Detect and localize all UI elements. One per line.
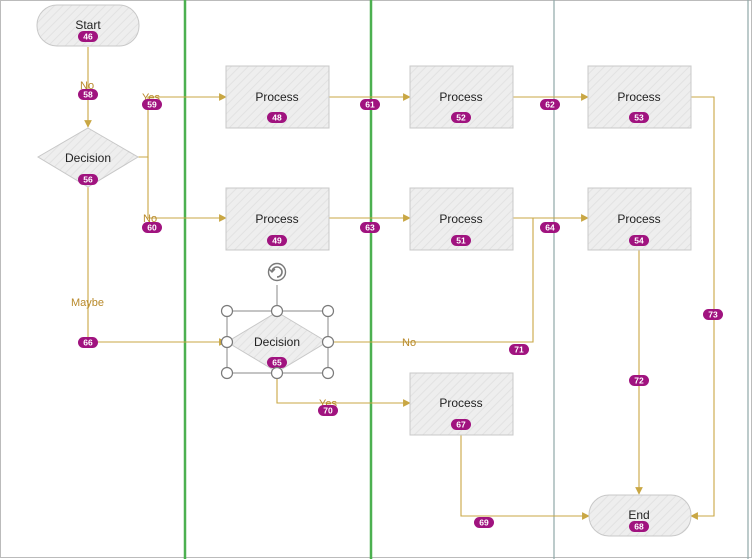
svg-text:72: 72: [634, 376, 644, 386]
edge-badge-66: 66: [78, 337, 98, 348]
process-label: Process: [617, 90, 660, 104]
edge-badge-62: 62: [540, 99, 560, 110]
badge: [78, 31, 98, 42]
svg-text:61: 61: [365, 100, 375, 110]
resize-handle-se[interactable]: [321, 366, 335, 380]
process-node-67[interactable]: Process 67: [409, 372, 514, 436]
process-node-48[interactable]: Process 48: [225, 65, 330, 129]
badge: [78, 174, 98, 185]
badge-number: 51: [456, 236, 466, 246]
decision-label: Decision: [65, 151, 111, 165]
svg-text:71: 71: [514, 345, 524, 355]
resize-handle-n[interactable]: [270, 304, 284, 318]
decision-node-1[interactable]: Decision 56: [37, 127, 139, 188]
decision-label: Decision: [254, 335, 300, 349]
svg-text:63: 63: [365, 223, 375, 233]
connector-73[interactable]: [690, 96, 715, 520]
edge-label-no: No: [402, 337, 416, 349]
badge-number: 67: [456, 420, 466, 430]
process-node-49[interactable]: Process 49: [225, 187, 330, 251]
edge-label-maybe: Maybe: [71, 297, 104, 309]
badge: [267, 112, 287, 123]
edge-badge-60: 60: [142, 222, 162, 233]
resize-handle-s[interactable]: [270, 366, 284, 380]
process-label: Process: [617, 212, 660, 226]
edge-badge-63: 63: [360, 222, 380, 233]
badge: [451, 419, 471, 430]
start-label: Start: [75, 18, 101, 32]
svg-text:69: 69: [479, 518, 489, 528]
edge-badge-64: 64: [540, 222, 560, 233]
badge-number: 53: [634, 113, 644, 123]
badge: [629, 235, 649, 246]
resize-handle-nw[interactable]: [220, 304, 234, 318]
resize-handle-w[interactable]: [220, 335, 234, 349]
svg-text:64: 64: [545, 223, 555, 233]
edge-badge-69: 69: [474, 517, 494, 528]
process-node-53[interactable]: Process 53: [587, 65, 692, 129]
connector-60[interactable]: [147, 157, 227, 222]
edge-badge-73: 73: [703, 309, 723, 320]
svg-text:70: 70: [323, 406, 333, 416]
svg-text:59: 59: [147, 100, 157, 110]
connector-66[interactable]: [87, 187, 227, 346]
svg-text:58: 58: [83, 90, 93, 100]
svg-text:60: 60: [147, 223, 157, 233]
rotate-icon[interactable]: [267, 262, 287, 282]
badge-number: 56: [83, 175, 93, 185]
badge: [451, 112, 471, 123]
connector-71[interactable]: [328, 218, 534, 343]
badge-number: 65: [272, 358, 282, 368]
badge-number: 49: [272, 236, 282, 246]
badge: [629, 521, 649, 532]
badge-number: 46: [83, 32, 93, 42]
edge-badge-59: 59: [142, 99, 162, 110]
connector-59[interactable]: [138, 93, 227, 158]
edge-badge-58: 58: [78, 89, 98, 100]
start-node[interactable]: Start 46: [36, 4, 140, 47]
edge-badge-61: 61: [360, 99, 380, 110]
connector-69[interactable]: [460, 435, 590, 520]
connector-70[interactable]: [276, 372, 411, 407]
badge-number: 54: [634, 236, 644, 246]
decision-node-2[interactable]: Decision 65: [226, 311, 328, 373]
process-node-54[interactable]: Process 54: [587, 187, 692, 251]
svg-text:73: 73: [708, 310, 718, 320]
edge-badge-71: 71: [509, 344, 529, 355]
resize-handle-e[interactable]: [321, 335, 335, 349]
badge: [451, 235, 471, 246]
badge-number: 68: [634, 522, 644, 532]
edge-badge-72: 72: [629, 375, 649, 386]
resize-handle-ne[interactable]: [321, 304, 335, 318]
process-node-51[interactable]: Process 51: [409, 187, 514, 251]
svg-text:62: 62: [545, 100, 555, 110]
process-label: Process: [255, 212, 298, 226]
badge-number: 48: [272, 113, 282, 123]
edge-badge-70: 70: [318, 405, 338, 416]
process-label: Process: [439, 212, 482, 226]
svg-text:66: 66: [83, 338, 93, 348]
process-label: Process: [439, 396, 482, 410]
end-label: End: [628, 508, 649, 522]
resize-handle-sw[interactable]: [220, 366, 234, 380]
badge: [267, 357, 287, 368]
process-node-52[interactable]: Process 52: [409, 65, 514, 129]
process-label: Process: [255, 90, 298, 104]
end-node[interactable]: End 68: [588, 494, 692, 537]
process-label: Process: [439, 90, 482, 104]
badge: [629, 112, 649, 123]
badge-number: 52: [456, 113, 466, 123]
rotate-handle[interactable]: [267, 262, 287, 282]
badge: [267, 235, 287, 246]
